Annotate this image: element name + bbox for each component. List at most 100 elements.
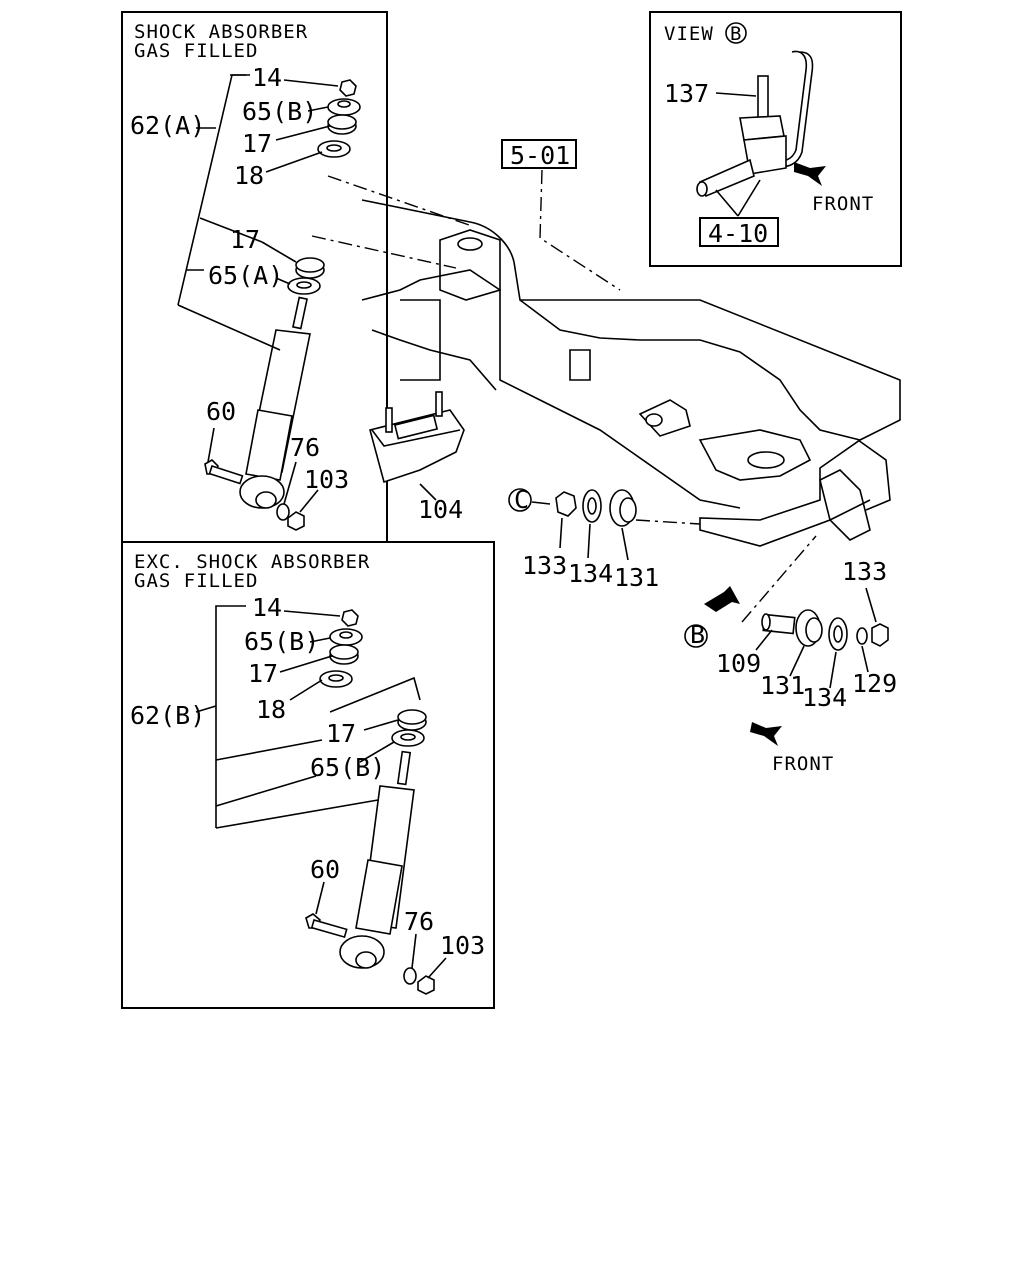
center-line [327,175,473,227]
leader-line [559,517,563,549]
leader-line [195,705,217,713]
panel-view-b-frame [649,11,902,267]
callout-65a-a: 65(A) [208,261,283,290]
washer-129-right [856,627,868,645]
crossmember-hole [747,451,785,469]
rear-bracket [819,469,871,541]
panel-exc-title-1: EXC. SHOCK ABSORBER [134,551,370,573]
leader-line [307,106,329,112]
nut-133-mid [555,491,577,517]
bushing-top-face [327,114,357,130]
front-label-view-b: FRONT [812,193,874,215]
shock-lower-mount [400,299,441,381]
center-line [539,169,621,291]
bushing-inner [619,497,637,523]
washer-hole [587,497,597,515]
leader-line [265,151,323,173]
panel-exc-title-2: GAS FILLED [134,570,258,592]
leader-line [419,483,437,501]
callout-131-mid: 131 [614,563,659,592]
washer-76-a [276,503,290,521]
callout-18-a: 18 [234,161,264,190]
bushing-top-face [397,709,427,725]
nut-103-b [417,975,435,995]
leader-line [275,277,291,285]
ref-box-5-01 [501,139,577,169]
leader-line [427,957,447,979]
callout-17-b-low: 17 [326,719,356,748]
leader-line [359,741,395,763]
marker-c-letter: C [514,485,529,514]
callout-60-a: 60 [206,397,236,426]
frame-detail [569,349,591,381]
nut-14-a [339,79,357,97]
panel-gas-filled-title-2: GAS FILLED [134,40,258,62]
bump-stopper-104 [369,409,465,484]
marker-c-circle [508,488,532,512]
nut-133-right [871,623,889,647]
callout-17-a-low: 17 [230,225,260,254]
leader-line [215,739,323,761]
center-line [741,535,817,623]
callout-62b: 62(B) [130,701,205,730]
tube-end [696,181,708,197]
frame-rail-outline [361,199,901,547]
mount-hole [457,237,483,251]
callout-17-a-top: 17 [242,129,272,158]
leader-line [283,79,339,87]
leader-line [715,92,757,97]
callout-134-right: 134 [802,683,847,712]
leader-line [861,645,869,673]
frame-detail [371,329,497,391]
bushing-top-face [295,257,325,273]
frame-rail-inner [519,299,861,441]
bushing-inner [805,617,823,643]
bushing-cluster-c [508,488,637,561]
callout-14-a: 14 [252,63,282,92]
callout-133-mid: 133 [522,551,567,580]
callout-109: 109 [716,649,761,678]
leader-line [283,610,341,617]
shock-absorber-exc-gas-filled-assembly [195,605,447,995]
leader-line [207,427,215,463]
stud-137 [757,75,769,121]
leader-line [279,655,333,673]
frame-bracket [638,399,691,437]
shock-eye-hole [355,951,377,969]
bumper-stud [385,407,393,433]
crossmember-plate [698,429,812,481]
frame-detail [857,439,891,511]
leader-line [621,527,629,561]
leader-line [261,241,297,263]
marker-b-letter: B [690,620,705,649]
frame-side-member [361,269,741,509]
panel-gas-filled-title-1: SHOCK ABSORBER [134,21,308,43]
callout-17-b-top: 17 [248,659,278,688]
leader-line [789,645,805,677]
leader-line [289,679,323,701]
callout-103-b: 103 [440,931,485,960]
shock-rod-b [396,750,412,786]
panel-exc-gas-filled-frame [121,541,495,1009]
shock-lower-tube-a [245,409,293,481]
callout-62a: 62(A) [130,111,205,140]
leader-line [275,125,331,141]
callout-103-a: 103 [304,465,349,494]
bolt-60-b-shank [310,919,348,939]
bracket-hole [645,413,663,427]
front-arrow-view-b [794,162,826,186]
collar-end [761,613,771,631]
leader-line [755,629,773,651]
brake-pipe-edge [777,51,814,168]
washer-hole [337,100,351,108]
leader-line [587,523,591,559]
washer-hole [400,733,416,741]
leader-line [411,933,417,969]
leader-line [199,217,263,243]
center-line [635,519,701,525]
callout-65b-b-top: 65(B) [244,627,319,656]
center-line [311,235,457,269]
front-arrow-main [750,722,782,746]
shock-absorber-gas-filled-assembly [177,74,361,531]
shock-eye-hole [255,491,277,509]
